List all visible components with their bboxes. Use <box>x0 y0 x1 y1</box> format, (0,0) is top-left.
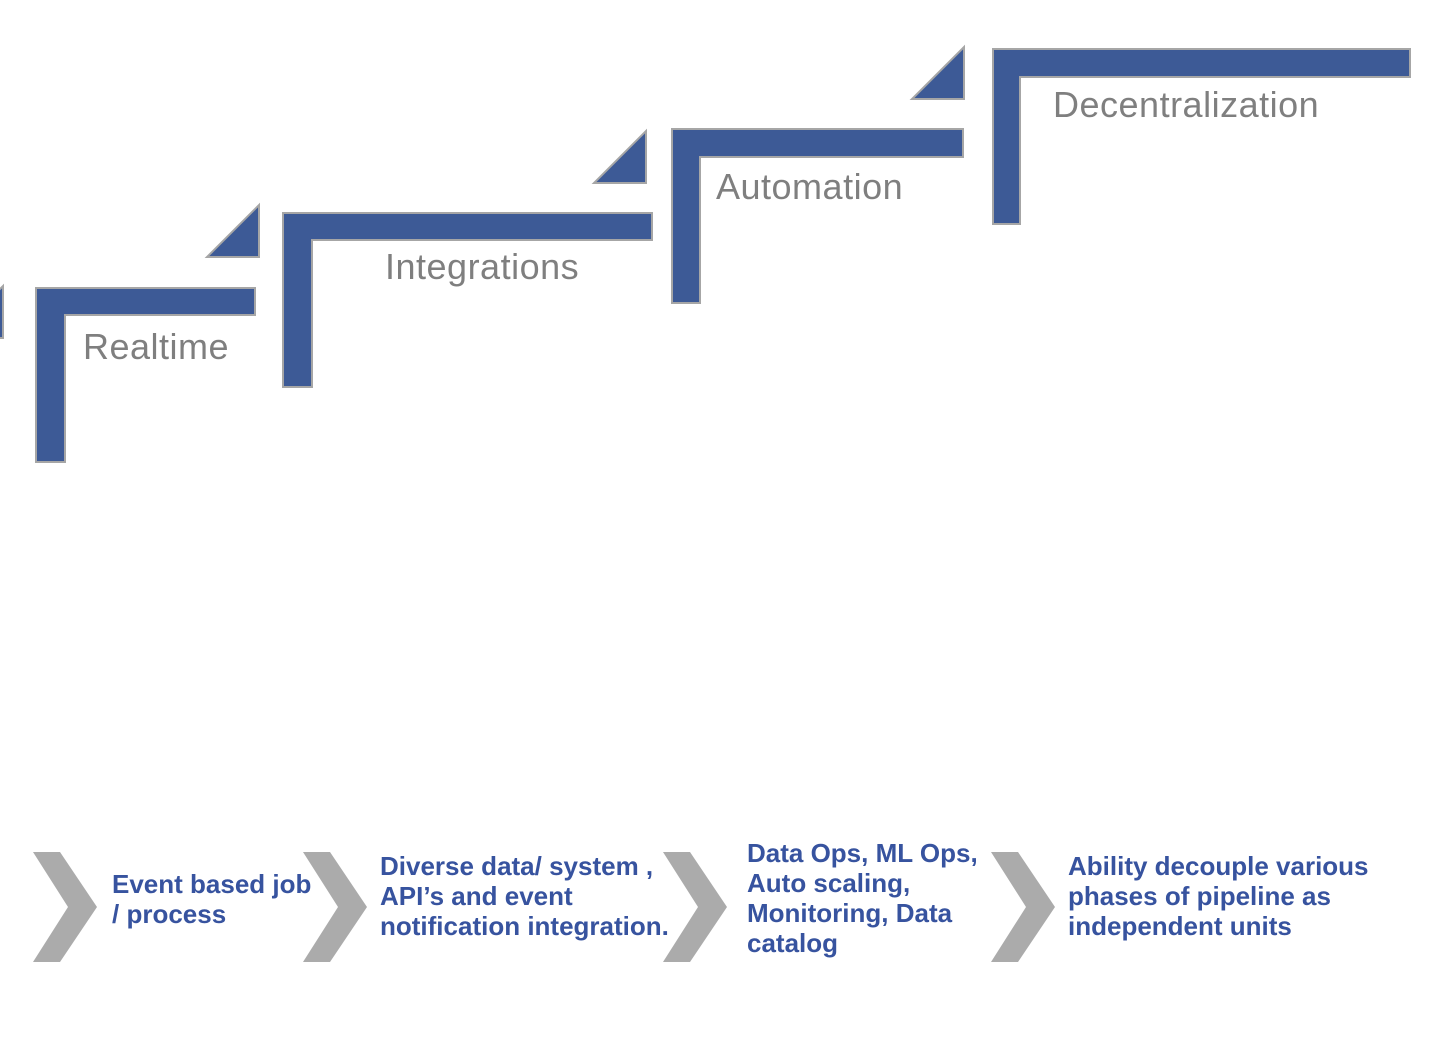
bottom-item-description: Ability decouple various phases of pipel… <box>1068 851 1369 941</box>
bottom-item-description: Diverse data/ system , API’s and event n… <box>380 851 669 941</box>
description-line: catalog <box>747 928 839 958</box>
step-bracket-shape <box>282 212 653 388</box>
description-line: notification integration. <box>380 911 669 941</box>
description-line: Ability decouple various <box>1068 851 1369 881</box>
description-line: phases of pipeline as <box>1068 881 1331 911</box>
step-label: Integrations <box>385 246 580 287</box>
chevron-right-icon <box>991 852 1055 962</box>
step-arrow-triangle <box>0 283 4 339</box>
description-line: API’s and event <box>380 881 573 911</box>
step-label: Decentralization <box>1053 84 1320 125</box>
step-bracket-shape <box>992 48 1411 225</box>
chevron-right-icon <box>663 852 727 962</box>
step-label: Automation <box>716 166 904 207</box>
step-bracket-shape <box>35 287 256 463</box>
bottom-item-description: Event based job / process <box>112 869 311 929</box>
step-arrow-triangle <box>204 202 260 258</box>
description-line: Auto scaling, <box>747 868 911 898</box>
chevron-right-icon <box>303 852 367 962</box>
chevron-right-icon <box>33 852 97 962</box>
description-line: Event based job <box>112 869 312 899</box>
step-arrow-triangle <box>591 128 647 184</box>
step-arrow-triangle <box>909 44 965 100</box>
description-line: Monitoring, Data <box>747 898 953 928</box>
step-bracket-shape <box>671 128 964 304</box>
bottom-item-description: Data Ops, ML Ops, Auto scaling, Monitori… <box>747 838 978 958</box>
description-line: Data Ops, ML Ops, <box>747 838 978 868</box>
description-line: independent units <box>1068 911 1292 941</box>
description-line: Diverse data/ system , <box>380 851 654 881</box>
step-label: Realtime <box>83 326 230 367</box>
description-line: / process <box>112 899 227 929</box>
